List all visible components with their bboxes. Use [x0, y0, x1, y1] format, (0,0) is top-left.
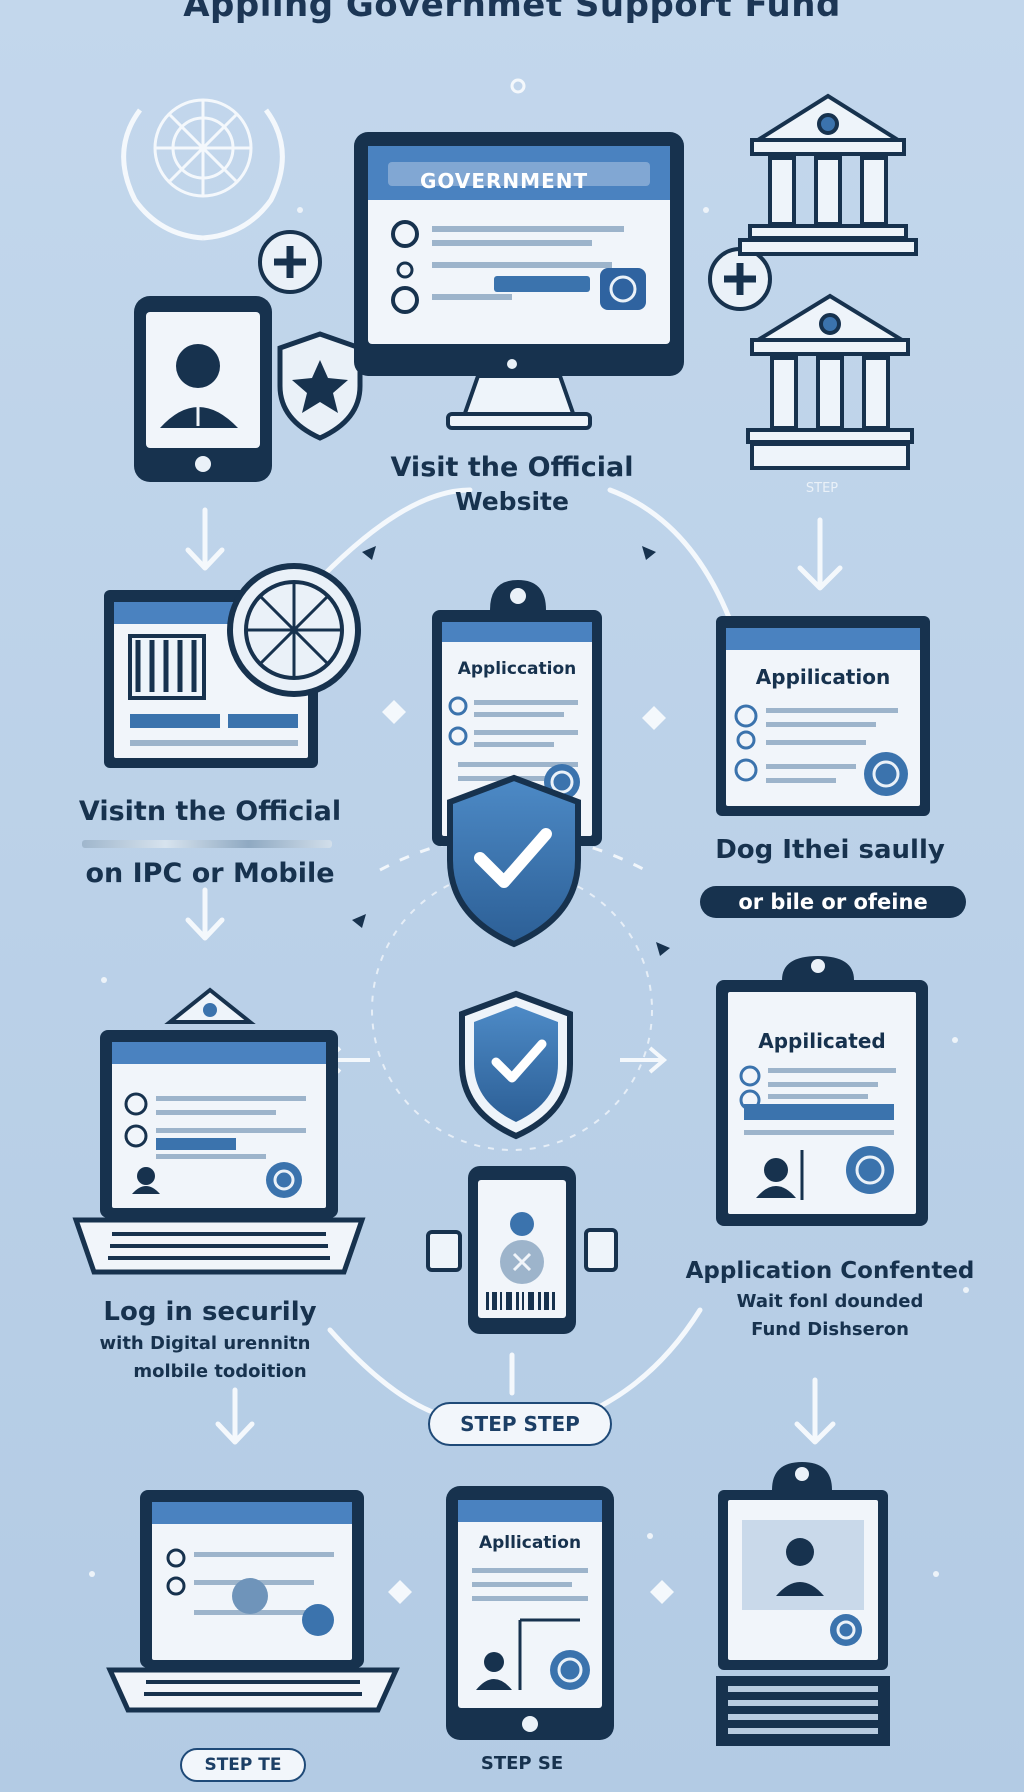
- verified-shield-icon: [459, 990, 573, 1140]
- diamond-markers: [382, 700, 674, 1604]
- application-clipboard-right: [716, 956, 928, 1226]
- sparkles: [89, 207, 969, 1577]
- plus-badge-icon: [708, 247, 772, 311]
- laptop-application-form: [72, 987, 366, 1275]
- monitor-header-label: Government: [420, 169, 589, 193]
- plus-badge-icon: [258, 230, 322, 294]
- application-clipboard-center: [432, 580, 602, 846]
- dog-label: Dog Ithei saully: [715, 835, 945, 865]
- security-shield-icon: [277, 331, 363, 441]
- confirmed-label-line1: Application Confented: [685, 1258, 975, 1284]
- visit-official-label-line1: Visitn the Official: [78, 796, 342, 827]
- step-step-pill: Step Step: [428, 1402, 612, 1446]
- visit-website-label-line2: Website: [455, 487, 569, 516]
- clipboard-center-title: Appliccation: [457, 659, 577, 679]
- visit-website-label-line1: Visit the Official: [390, 452, 634, 483]
- clipboard-right-title: Appilicated: [758, 1029, 886, 1053]
- tablet-bottom-title: Apllication: [478, 1533, 582, 1553]
- confirmed-label-line3: Fund Dishseron: [751, 1319, 909, 1340]
- laptop-bottom: [106, 1490, 400, 1713]
- desktop-monitor: [354, 132, 684, 430]
- laurel-emblem-icon: [121, 98, 285, 241]
- verified-shield-icon: [447, 774, 581, 948]
- bank-building-icon: [746, 293, 914, 470]
- step-se-label: Step Se: [480, 1753, 564, 1774]
- blurred-text-line: [82, 840, 332, 848]
- visit-official-label-line3: on IPC or Mobile: [85, 858, 335, 889]
- step-small-label: Step: [805, 481, 839, 496]
- smartphone-user-icon: [134, 296, 272, 482]
- login-label-line1: Log in securily: [103, 1297, 317, 1327]
- application-card-right-title: Appilication: [755, 665, 891, 689]
- login-label-line3: molbile todoition: [133, 1361, 307, 1382]
- globe-icon: [227, 563, 361, 697]
- clipboard-bottom-right: [716, 1462, 890, 1746]
- login-label-line2: with Digital urennitn: [99, 1333, 311, 1354]
- confirmed-label-line2: Wait fonl dounded: [736, 1291, 924, 1312]
- page-title: Appling Governmet Support Fund: [183, 0, 841, 25]
- phone-id-verification: [426, 1166, 618, 1334]
- website-window-card: [104, 590, 318, 768]
- tablet-bottom: [446, 1486, 614, 1740]
- application-card-right: [716, 616, 930, 816]
- arc-arrowheads: [352, 546, 670, 956]
- mobile-online-pill: or bile or ofeine: [700, 886, 966, 918]
- step-te-pill: Step Te: [180, 1748, 306, 1782]
- bank-building-icon: [738, 93, 918, 256]
